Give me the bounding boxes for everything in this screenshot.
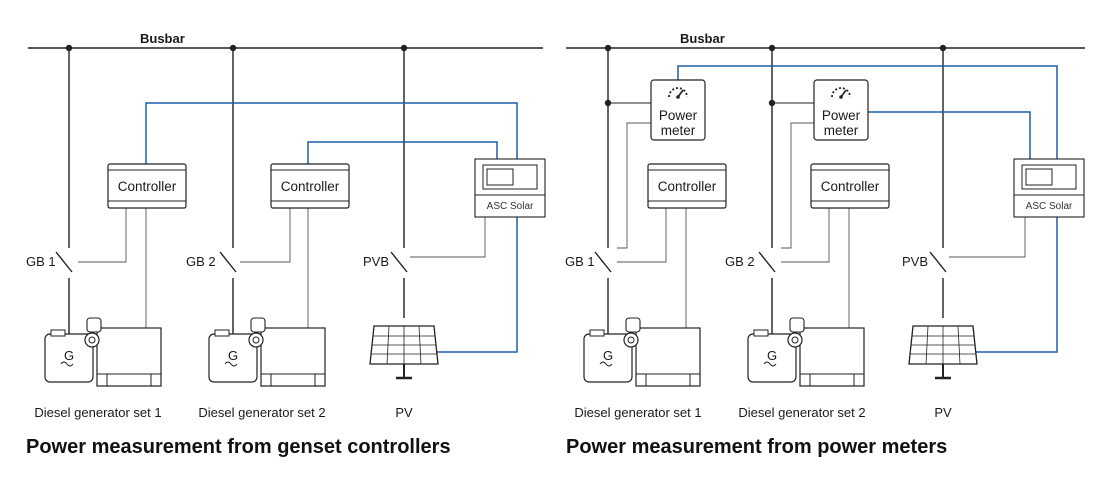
left-breaker-gb1	[55, 251, 73, 273]
left-pv-panel-icon	[368, 324, 440, 380]
controller-label: Controller	[821, 179, 880, 194]
right-busbar-label: Busbar	[680, 31, 725, 46]
left-breaker-label-gb2: GB 2	[186, 254, 216, 269]
right-power-meter-2: Power meter	[813, 79, 869, 141]
right-breaker-pvb	[929, 251, 947, 273]
controller-label: Controller	[281, 179, 340, 194]
right-source-label-pv: PV	[934, 405, 952, 420]
gen-symbol: G	[767, 348, 777, 363]
right-genset-1-icon: G	[583, 317, 701, 387]
right-asc-solar: ASC Solar	[1013, 158, 1085, 218]
left-breaker-gb2	[219, 251, 237, 273]
power-meter-label-line2: meter	[661, 123, 696, 138]
right-source-label-1: Diesel generator set 1	[574, 405, 701, 420]
controller-label: Controller	[118, 179, 177, 194]
asc-label: ASC Solar	[487, 201, 534, 212]
right-breaker-gb2	[758, 251, 776, 273]
left-caption: Power measurement from genset controller…	[26, 436, 451, 458]
gen-symbol: G	[64, 348, 74, 363]
right-caption: Power measurement from power meters	[566, 436, 948, 458]
left-genset-1-icon: G	[44, 317, 162, 387]
right-controller-1: Controller	[647, 163, 727, 209]
power-meter-label-line1: Power	[659, 108, 698, 123]
left-asc-solar: ASC Solar	[474, 158, 546, 218]
right-breaker-gb1	[594, 251, 612, 273]
left-breaker-pvb	[390, 251, 408, 273]
left-breaker-label-gb1: GB 1	[26, 254, 56, 269]
right-controller-2: Controller	[810, 163, 890, 209]
left-diagram: Busbar GB 1 GB 2 PVB Controller	[26, 31, 546, 420]
power-meter-label-line2: meter	[824, 123, 859, 138]
left-controller-2: Controller	[270, 163, 350, 209]
controller-label: Controller	[658, 179, 717, 194]
right-diagram: Busbar GB 1 GB 2 PVB	[565, 31, 1085, 420]
right-breaker-label-pvb: PVB	[902, 254, 928, 269]
right-breaker-label-gb2: GB 2	[725, 254, 755, 269]
right-pv-panel-icon	[907, 324, 979, 380]
right-source-label-2: Diesel generator set 2	[738, 405, 865, 420]
gen-symbol: G	[228, 348, 238, 363]
left-busbar-label: Busbar	[140, 31, 185, 46]
gen-symbol: G	[603, 348, 613, 363]
left-breaker-label-pvb: PVB	[363, 254, 389, 269]
left-controller-1: Controller	[107, 163, 187, 209]
left-source-label-pv: PV	[395, 405, 413, 420]
left-source-label-1: Diesel generator set 1	[34, 405, 161, 420]
right-breaker-label-gb1: GB 1	[565, 254, 595, 269]
left-source-label-2: Diesel generator set 2	[198, 405, 325, 420]
power-meter-label-line1: Power	[822, 108, 861, 123]
asc-label: ASC Solar	[1026, 201, 1073, 212]
left-genset-2-icon: G	[208, 317, 326, 387]
right-genset-2-icon: G	[747, 317, 865, 387]
right-power-meter-1: Power meter	[650, 79, 706, 141]
